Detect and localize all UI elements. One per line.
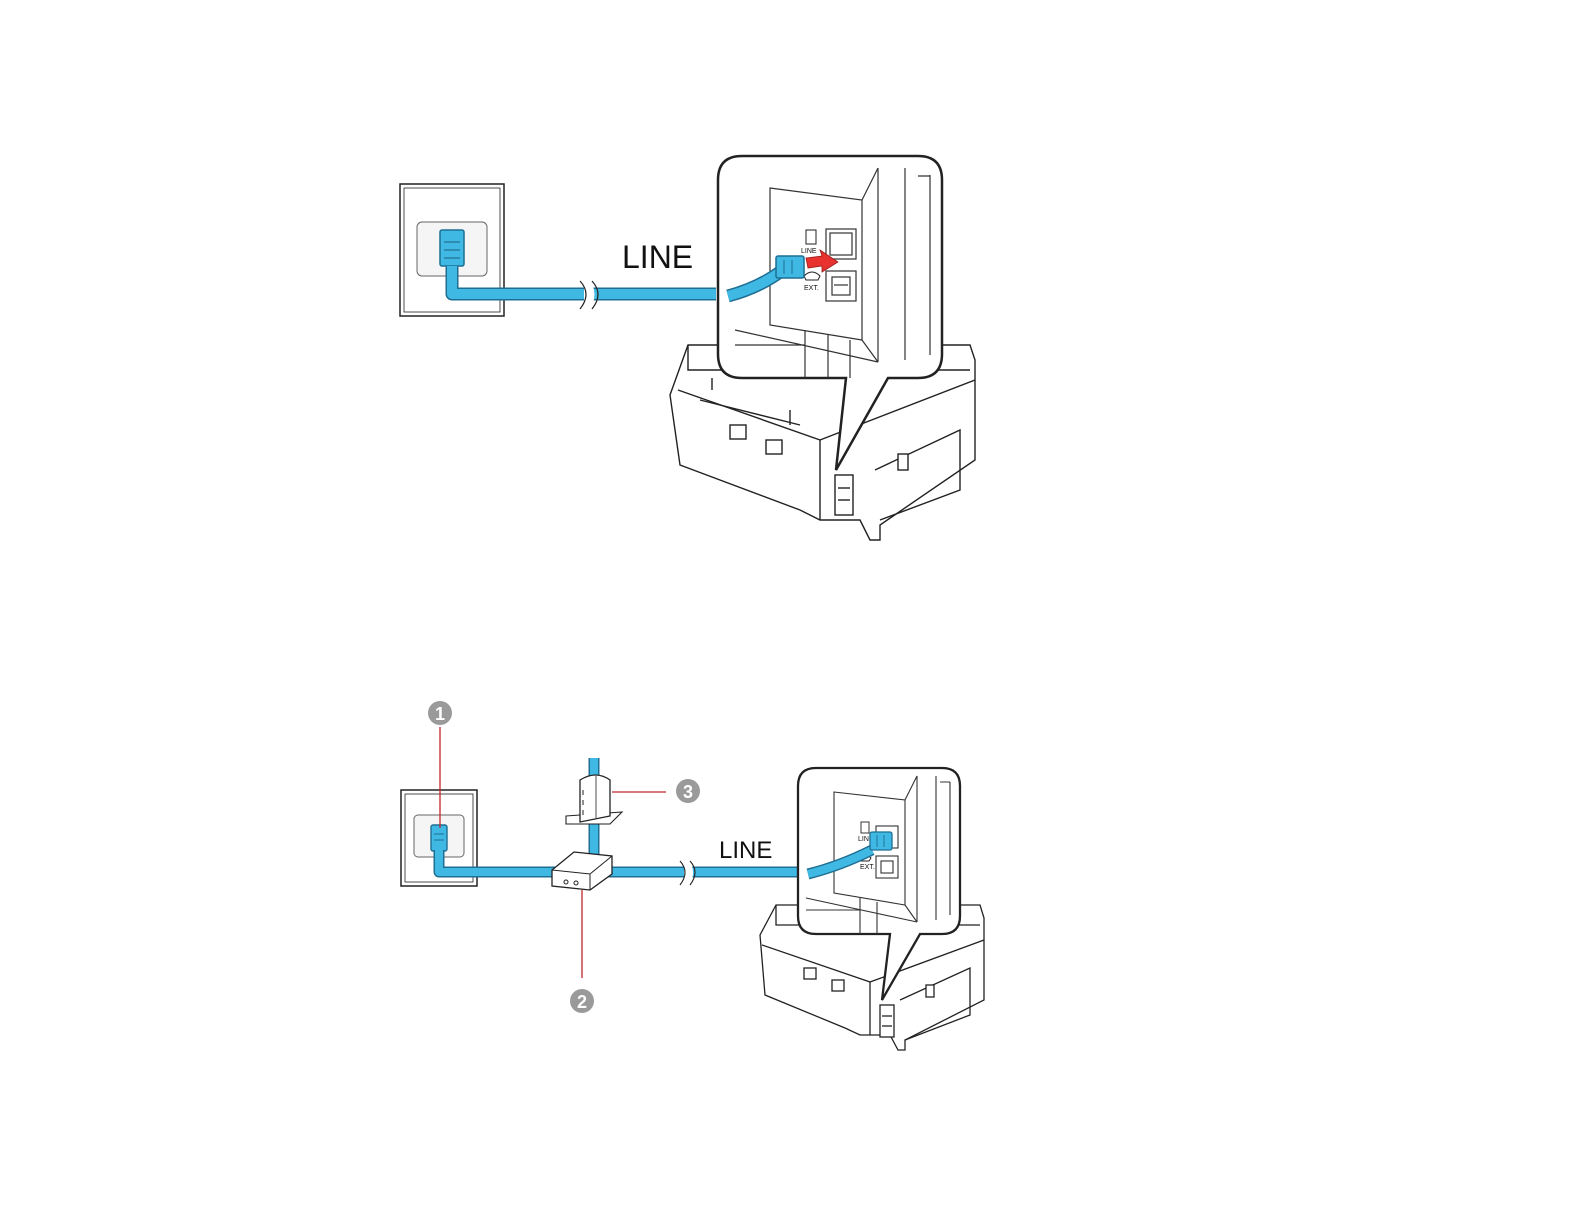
figure-dsl-connection: 1 2 3 LINE LINE EXT. xyxy=(401,701,984,1050)
line-label: LINE xyxy=(622,239,693,275)
dsl-filter-icon xyxy=(566,775,622,824)
phone-cable xyxy=(439,758,800,886)
svg-text:2: 2 xyxy=(577,992,587,1012)
line-label: LINE xyxy=(719,837,772,864)
callout-1: 1 xyxy=(428,701,452,725)
port-ext-label: EXT. xyxy=(860,864,875,871)
callout-2: 2 xyxy=(570,989,594,1013)
svg-text:3: 3 xyxy=(683,782,693,802)
svg-text:1: 1 xyxy=(435,704,445,724)
port-ext-label: EXT. xyxy=(804,285,819,292)
port-line-label: LINE xyxy=(801,248,817,255)
splitter-icon xyxy=(552,852,612,890)
figure-direct-connection: LINE LINE EXT. xyxy=(400,156,975,540)
callout-3: 3 xyxy=(676,779,700,803)
